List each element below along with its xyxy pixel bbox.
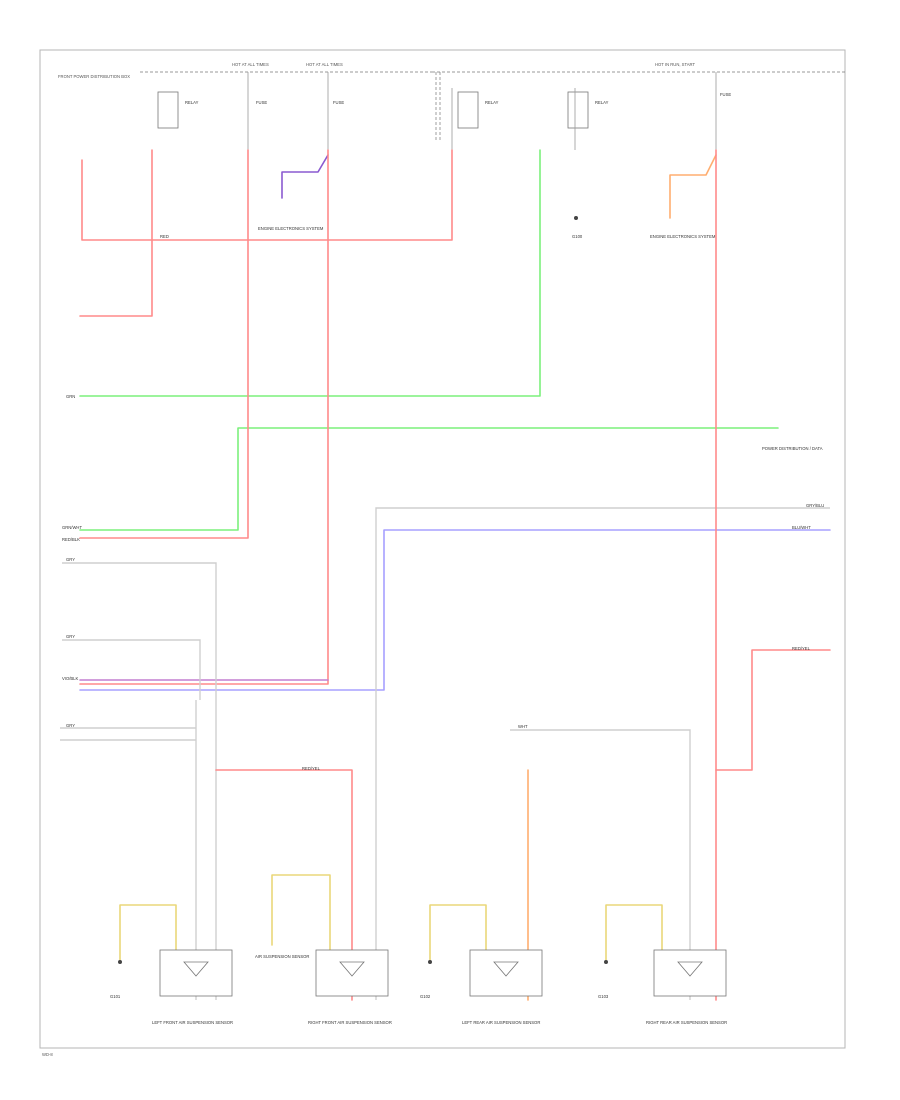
blue-wire-label: BLU/WHT bbox=[792, 525, 811, 530]
right-connector-note: ENGINE ELECTRONICS SYSTEM bbox=[650, 234, 716, 239]
sensor-3-gray bbox=[510, 729, 691, 1000]
sensor-module-3 bbox=[469, 949, 543, 997]
sensor-module-1 bbox=[159, 949, 233, 997]
violet-wire-top bbox=[281, 154, 329, 199]
top-left-block-label: FRONT POWER DISTRIBUTION BOX bbox=[58, 74, 130, 79]
green-wire-2-label: GRN/WHT bbox=[62, 525, 82, 530]
ground-1-label: G100 bbox=[572, 234, 583, 239]
red-wire-left bbox=[79, 149, 153, 317]
ground-3-label: G102 bbox=[420, 994, 431, 999]
fuse-2-label: FUSE bbox=[333, 100, 344, 105]
red-wire-sensor-2 bbox=[215, 769, 353, 1001]
bottom-label-2: RIGHT FRONT AIR SUSPENSION SENSOR bbox=[308, 1020, 392, 1025]
red-wire-right-branch bbox=[715, 649, 831, 771]
fuse-1-label: FUSE bbox=[256, 100, 267, 105]
red-wire-fuse-1 bbox=[79, 149, 249, 539]
sensor-block-label: AIR SUSPENSION SENSOR bbox=[255, 954, 309, 959]
relay-3: RELAY bbox=[567, 91, 609, 129]
ground-1 bbox=[574, 216, 578, 220]
ground-2-label: G101 bbox=[110, 994, 121, 999]
gray-wire-1 bbox=[62, 562, 217, 700]
yellow-wire-3 bbox=[429, 904, 487, 961]
gray-wire-label-4: GRY/BLU bbox=[806, 503, 824, 508]
red-wire-3-label: RED/YEL bbox=[792, 646, 811, 651]
relay-1: RELAY bbox=[157, 91, 199, 129]
bottom-label-1: LEFT FRONT AIR SUSPENSION SENSOR bbox=[152, 1020, 233, 1025]
red-wire-4-label: RED/YEL bbox=[302, 766, 321, 771]
right-module-label: POWER DISTRIBUTION / DATA bbox=[762, 446, 823, 451]
red-wire-label: RED bbox=[160, 234, 169, 239]
footer-label: WD-8 bbox=[42, 1052, 53, 1057]
fuse-3-label: FUSE bbox=[720, 92, 731, 97]
gray-wire-label-2: GRY bbox=[66, 634, 75, 639]
bottom-label-3: LEFT REAR AIR SUSPENSION SENSOR bbox=[462, 1020, 540, 1025]
green-wire-label: GRN bbox=[66, 394, 75, 399]
top-feeds bbox=[247, 72, 717, 150]
relay-1-label: RELAY bbox=[185, 100, 199, 105]
blue-wire bbox=[79, 529, 831, 691]
hot-label-1: HOT AT ALL TIMES bbox=[232, 62, 269, 67]
hot-in-run-label: HOT IN RUN, START bbox=[655, 62, 695, 67]
gray-wire-2 bbox=[62, 639, 201, 700]
bottom-label-4: RIGHT REAR AIR SUSPENSION SENSOR bbox=[646, 1020, 727, 1025]
relay-3-label: RELAY bbox=[595, 100, 609, 105]
bracket-side bbox=[435, 72, 441, 140]
hot-label-2: HOT AT ALL TIMES bbox=[306, 62, 343, 67]
diagram-border bbox=[39, 49, 846, 1049]
violet-wire-label: VIO/BLK bbox=[62, 676, 78, 681]
gray-wire-4 bbox=[375, 507, 830, 700]
red-violet-wire bbox=[79, 149, 329, 685]
relay-2-label: RELAY bbox=[485, 100, 499, 105]
green-wire-2 bbox=[79, 427, 779, 531]
green-wire-1 bbox=[79, 149, 541, 397]
ground-4-label: G103 bbox=[598, 994, 609, 999]
ground-symbols bbox=[118, 960, 608, 964]
relay-2: RELAY bbox=[457, 91, 499, 129]
gray-wire-label-3: GRY bbox=[66, 723, 75, 728]
sensor-module-4 bbox=[653, 949, 727, 997]
yellow-wire-1 bbox=[119, 904, 177, 961]
red-wire-2-label: RED/BLK bbox=[62, 537, 80, 542]
yellow-wire-2 bbox=[271, 874, 331, 951]
orange-wire-top bbox=[669, 154, 717, 219]
gray-wire-3 bbox=[60, 727, 196, 741]
left-connector-note: ENGINE ELECTRONICS SYSTEM bbox=[258, 226, 324, 231]
yellow-wire-4 bbox=[605, 904, 663, 961]
white-wire-label: WHT bbox=[518, 724, 528, 729]
red-wire-top-loop bbox=[81, 149, 453, 241]
sensor-module-2 bbox=[315, 949, 389, 997]
gray-wire-label-1: GRY bbox=[66, 557, 75, 562]
